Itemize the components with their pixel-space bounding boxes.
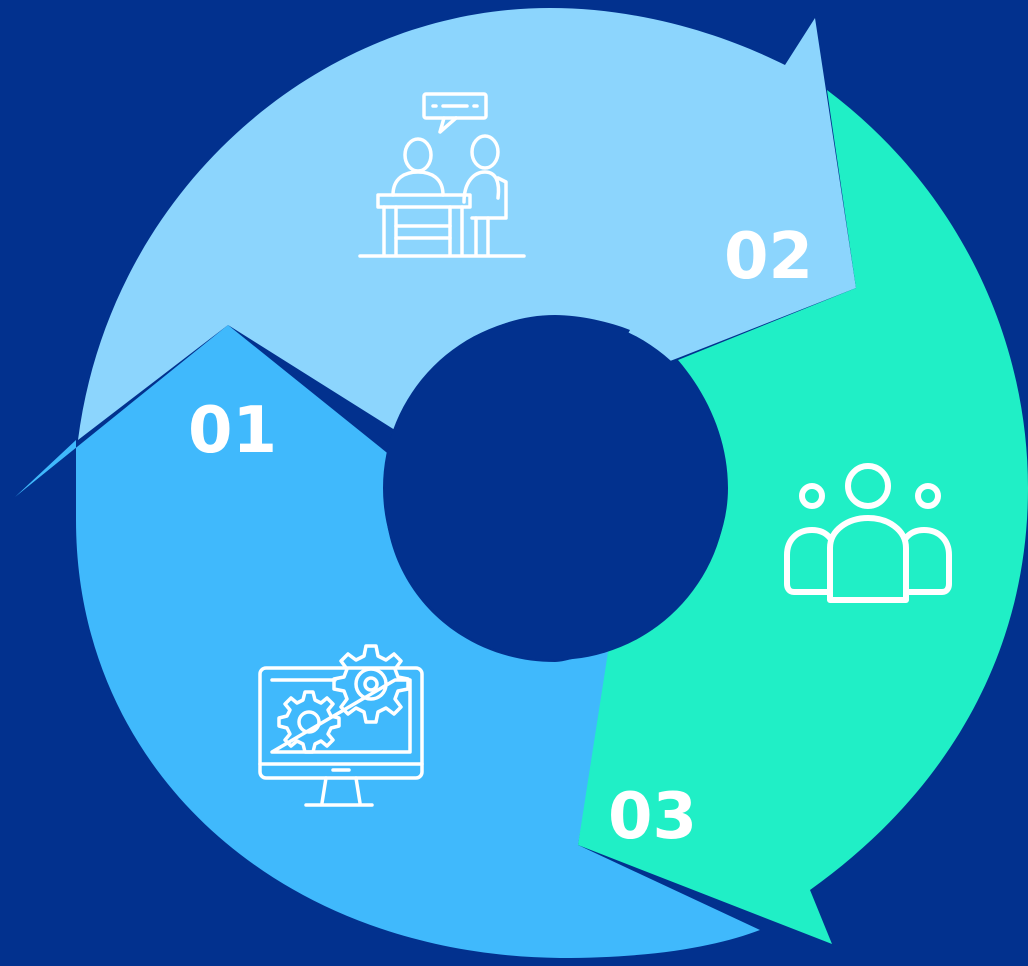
step-01-number: 01 (188, 394, 277, 468)
segment-01-arrow (15, 325, 760, 958)
step-03-number: 03 (608, 780, 697, 854)
meeting-conversation-icon (358, 92, 526, 258)
segment-03-arrow (578, 90, 1028, 944)
segment-02-arrow (78, 8, 856, 440)
team-group-icon (784, 463, 952, 603)
step-02-number: 02 (724, 220, 813, 294)
computer-gears-icon (258, 644, 424, 807)
center-hole (383, 316, 727, 660)
